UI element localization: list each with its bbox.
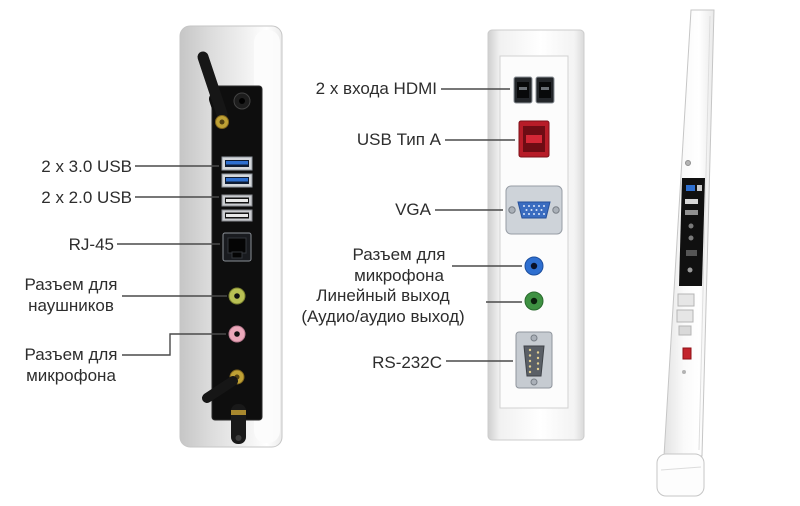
label-lineout: Линейный выход (Аудио/аудио выход) [284,285,482,327]
label-headphones-line2: наушников [28,296,114,315]
label-hdmi: 2 x входа HDMI [315,79,437,98]
profile-foot [656,453,705,497]
label-mic-left-line1: Разъем для [24,345,118,364]
label-mic-middle-line1: Разъем для [352,245,446,264]
label-mic-middle: Разъем для микрофона [334,244,464,286]
vga-pin-holes [523,205,545,215]
label-headphones: Разъем для наушников [12,274,130,316]
label-vga: VGA [395,200,431,219]
label-usb30: 2 x 3.0 USB [41,157,132,176]
profile-seam [698,15,711,451]
label-rs232: RS-232C [372,353,442,372]
profile-screw-top [685,160,691,166]
label-usb20: 2 x 2.0 USB [41,188,132,207]
mic-jack-middle [524,256,544,276]
label-lineout-line1: Линейный выход [316,286,450,305]
callout-line-mic-left [122,333,226,356]
profile-power-switch [682,347,692,360]
antenna-connector-top [215,115,229,129]
usb2-ports [221,194,253,222]
left-device-illustration [179,25,283,448]
usb3-ports [221,156,253,188]
hdmi-ports [513,76,555,104]
label-usb-type-a: USB Тип A [356,130,441,149]
label-mic-middle-line2: микрофона [354,266,444,285]
label-mic-left: Разъем для микрофона [12,344,130,386]
mic-jack-left [228,325,246,343]
label-rj45: RJ-45 [68,235,114,254]
label-lineout-line2: (Аудио/аудио выход) [301,307,465,326]
profile-port-panel [679,178,705,286]
round-connector [233,92,251,110]
lineout-jack [524,291,544,311]
rj45-port [222,232,252,262]
label-mic-left-line2: микрофона [26,366,116,385]
vga-port [505,185,563,235]
usb-type-a-port [518,120,550,158]
right-profile-illustration [656,9,715,497]
wifi-antenna-bottom-icon [202,376,246,444]
label-headphones-line1: Разъем для [24,275,118,294]
callout-lines [117,88,522,362]
headphone-jack [228,287,246,305]
rs232-pins [528,348,540,374]
rs232-port [515,331,553,389]
profile-lower-ports [676,293,695,374]
middle-panel-illustration [487,29,585,441]
